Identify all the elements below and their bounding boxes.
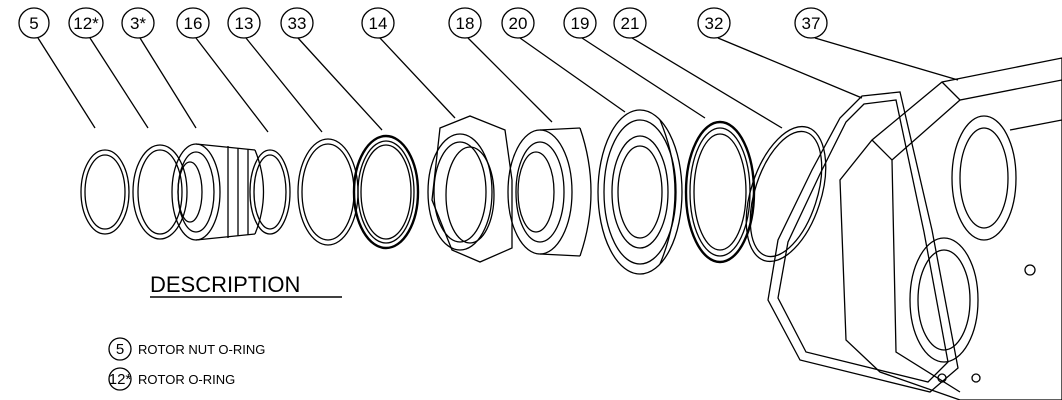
callout-13: 13 <box>227 7 261 39</box>
callout-label: 21 <box>621 14 640 33</box>
part-16-o-ring <box>249 149 291 235</box>
callout-label: 33 <box>288 14 307 33</box>
part-21-o-ring <box>745 125 827 263</box>
callout-16: 16 <box>176 7 210 39</box>
part-3-rotor-sleeve <box>171 143 265 241</box>
part-37-housing <box>839 57 1062 400</box>
legend: DESCRIPTION 5 ROTOR NUT O-RING 12* ROTOR… <box>108 272 342 391</box>
legend-item-12: 12* ROTOR O-RING <box>108 367 235 391</box>
callout-19: 19 <box>563 7 597 39</box>
part-12-o-ring <box>132 144 188 240</box>
callout-label: 14 <box>369 14 388 33</box>
legend-item-text: ROTOR NUT O-RING <box>138 342 265 357</box>
part-5-o-ring <box>80 149 130 235</box>
callout-label: 19 <box>571 14 590 33</box>
callout-33: 33 <box>280 7 314 39</box>
legend-item-text: ROTOR O-RING <box>138 372 235 387</box>
callout-12: 12* <box>68 7 104 39</box>
callout-5: 5 <box>18 7 50 39</box>
callout-label: 13 <box>235 14 254 33</box>
callout-label: 12* <box>73 14 99 33</box>
leader-lines <box>37 37 959 133</box>
legend-item-5: 5 ROTOR NUT O-RING <box>108 337 265 361</box>
legend-item-num: 12* <box>109 371 132 388</box>
part-13-o-ring <box>297 138 359 246</box>
callout-label: 20 <box>509 14 528 33</box>
callout-label: 3* <box>130 14 146 33</box>
part-19-seal <box>684 120 756 264</box>
callout-37: 37 <box>794 7 828 39</box>
callout-label: 37 <box>802 14 821 33</box>
legend-item-num: 5 <box>116 341 124 358</box>
callout-32: 32 <box>697 7 731 39</box>
part-32-gasket <box>767 91 959 393</box>
callout-label: 32 <box>705 14 724 33</box>
part-33-seal <box>352 134 420 250</box>
callout-label: 16 <box>184 14 203 33</box>
callout-21: 21 <box>613 7 647 39</box>
callout-18: 18 <box>448 7 482 39</box>
part-14-seal-housing <box>427 115 513 263</box>
callout-3: 3* <box>121 7 155 39</box>
callout-label: 5 <box>29 14 38 33</box>
part-18-seal-seat <box>507 127 592 257</box>
part-20-flanged-seat <box>597 109 683 275</box>
callout-14: 14 <box>361 7 395 39</box>
callout-20: 20 <box>501 7 535 39</box>
legend-title: DESCRIPTION <box>150 272 300 297</box>
callout-label: 18 <box>456 14 475 33</box>
